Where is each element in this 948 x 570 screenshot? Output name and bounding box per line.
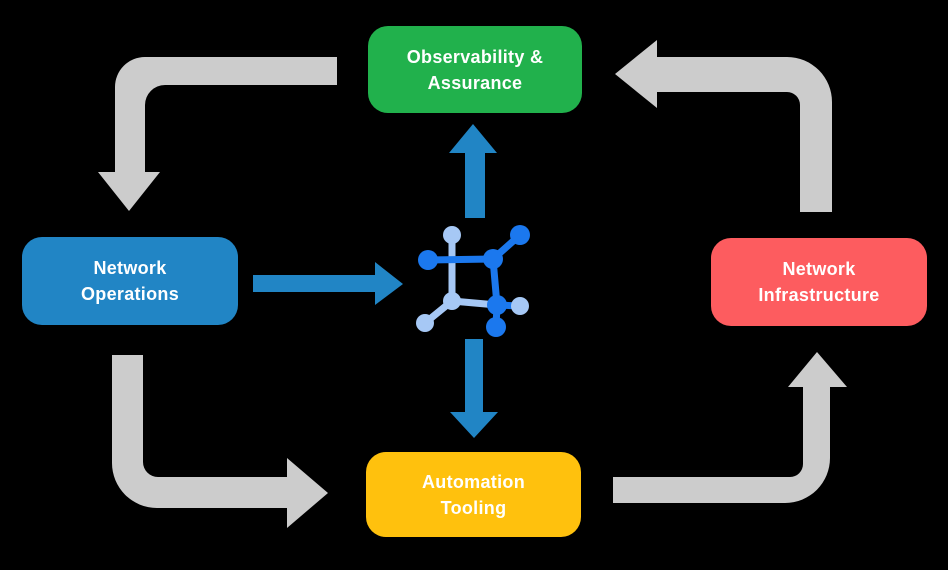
- node-network-infrastructure: Network Infrastructure: [711, 238, 927, 326]
- node-label-line: Network: [782, 259, 856, 279]
- node-automation-tooling: Automation Tooling: [366, 452, 581, 537]
- mesh-light-dots: [416, 226, 529, 332]
- node-label-line: Tooling: [440, 497, 507, 518]
- node-network-operations: Network Operations: [22, 237, 238, 325]
- arrow-infrastructure-to-observability: [615, 40, 832, 212]
- arrow-operations-to-center: [253, 262, 403, 305]
- mesh-light-lines: [421, 231, 501, 327]
- node-label-line: Automation: [422, 471, 525, 492]
- node-label-line: Infrastructure: [758, 285, 880, 305]
- node-label-line: Operations: [80, 284, 180, 304]
- arrow-automation-to-infrastructure: [613, 352, 847, 503]
- node-observability-assurance: Observability & Assurance: [368, 26, 582, 113]
- network-mesh-icon: [416, 225, 530, 337]
- arrow-observability-to-operations: [98, 57, 337, 211]
- arrow-center-to-observability: [449, 124, 497, 218]
- mesh-dark-dots: [418, 225, 530, 337]
- arrow-center-to-automation: [450, 339, 498, 438]
- node-label-line: Assurance: [427, 72, 523, 93]
- node-label-line: Network: [93, 258, 167, 278]
- arrow-operations-to-automation: [112, 355, 328, 528]
- node-label-line: Observability &: [406, 46, 544, 67]
